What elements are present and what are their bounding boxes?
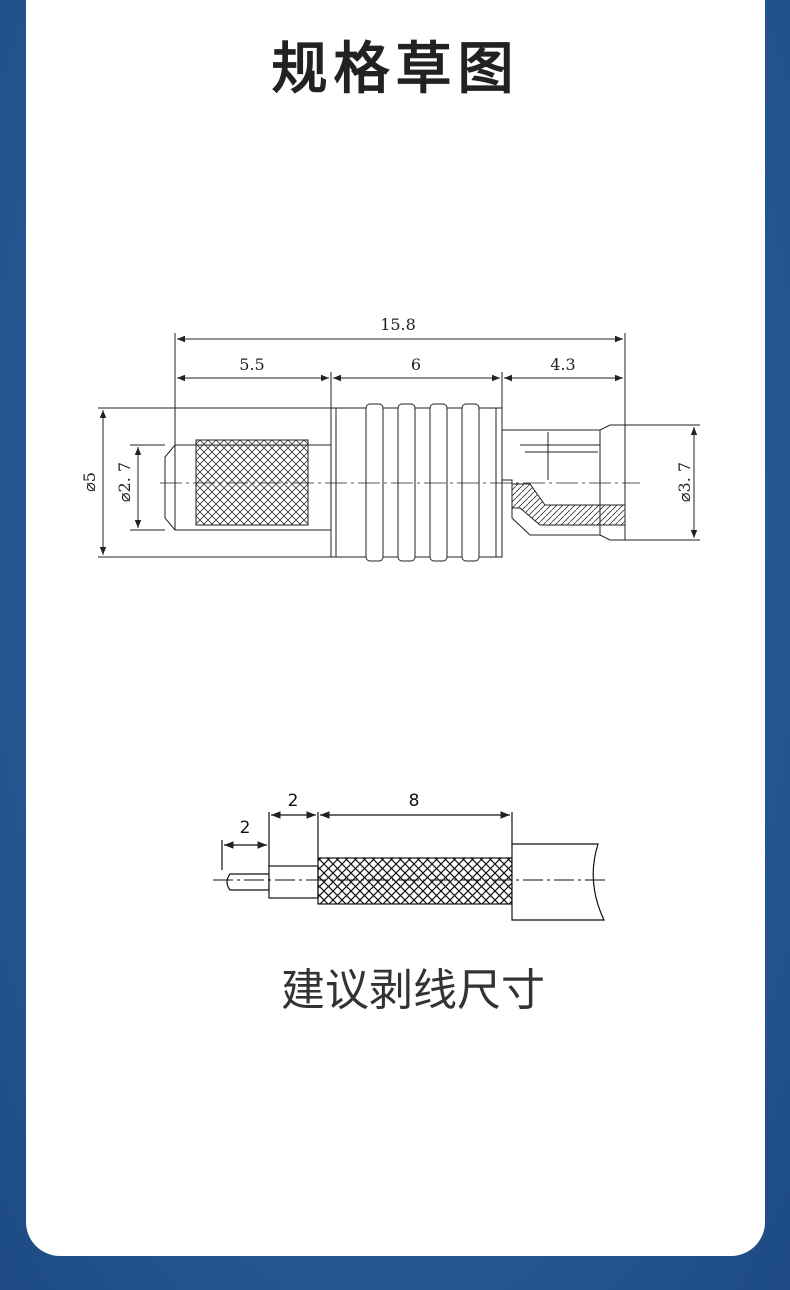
- dielectric: [268, 865, 319, 899]
- label-strip-c: 8: [409, 791, 420, 811]
- braid-shield: [317, 857, 513, 905]
- label-dia-right: ⌀3. 7: [675, 462, 694, 502]
- hatched-section: [511, 483, 626, 526]
- cable-jacket: [511, 843, 605, 921]
- label-strip-a: 2: [240, 818, 251, 838]
- page-title: 规格草图: [271, 37, 520, 102]
- connector-drawing: [98, 333, 700, 562]
- center-conductor: [226, 873, 270, 891]
- label-seg-right: 4.3: [550, 355, 575, 374]
- label-seg-left: 5.5: [239, 355, 264, 374]
- strip-drawing: [213, 811, 608, 921]
- caption-strip-size: 建议剥线尺寸: [281, 965, 545, 1016]
- label-dia-outer: ⌀5: [80, 472, 99, 492]
- label-seg-mid: 6: [411, 355, 421, 374]
- spec-card: 规格草图: [26, 0, 765, 1256]
- label-dia-inner: ⌀2. 7: [115, 462, 134, 502]
- knurl-sleeve: [195, 439, 309, 526]
- label-strip-b: 2: [288, 791, 299, 811]
- label-total-length: 15.8: [380, 315, 416, 334]
